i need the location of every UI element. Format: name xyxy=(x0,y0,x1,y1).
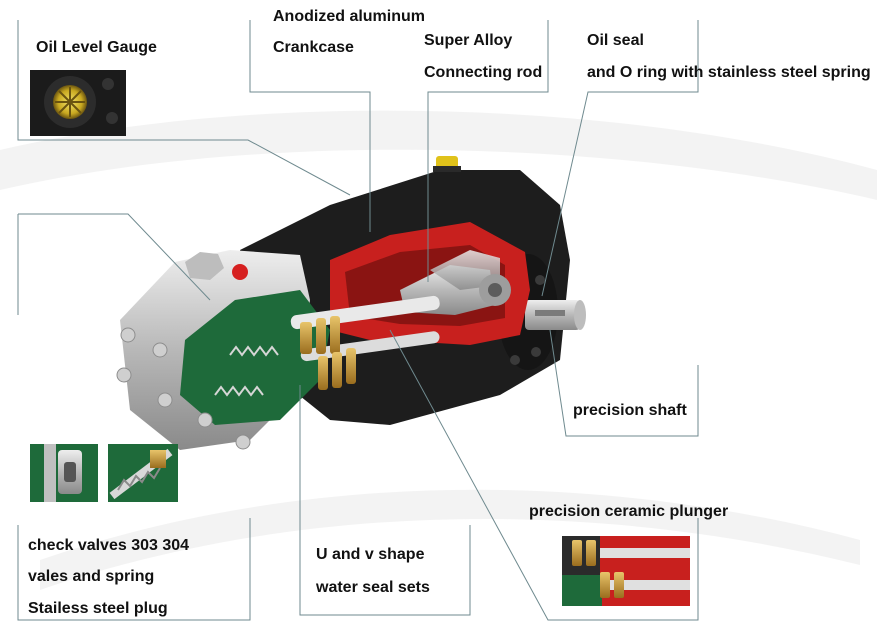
label-crankcase-line1: Anodized aluminum xyxy=(273,8,425,25)
leader-connecting-rod xyxy=(427,20,549,282)
red-plug xyxy=(232,264,248,280)
manifold-bolts xyxy=(116,327,251,450)
pump-illustration xyxy=(116,156,586,450)
ceramic-plunger-inset xyxy=(562,536,690,606)
label-oil-seal-line2: and O ring with stainless steel spring xyxy=(587,64,871,81)
leader-check-valve-text xyxy=(17,518,251,621)
top-plug xyxy=(185,252,224,280)
label-oil-seal-line1: Oil seal xyxy=(587,32,644,49)
label-check-valves-line1: check valves 303 304 xyxy=(28,537,190,554)
water-seal-sets xyxy=(300,316,356,390)
check-valve-springs xyxy=(214,345,279,397)
check-valve-inset-1 xyxy=(30,444,98,502)
check-valve-inset-2 xyxy=(108,444,178,502)
label-check-valves-line3: Stailess steel plug xyxy=(28,600,168,617)
leader-water-seal xyxy=(299,385,471,616)
leader-precision-shaft xyxy=(549,329,699,437)
label-water-seal-line1: U and v shape xyxy=(316,546,425,563)
leader-crankcase xyxy=(249,20,371,232)
label-connecting-rod-line2: Connecting rod xyxy=(424,64,543,81)
leader-ceramic-plunger xyxy=(389,329,699,621)
background-swoosh xyxy=(0,110,877,590)
callout-lines xyxy=(17,20,699,621)
leader-oil-seal xyxy=(541,20,699,297)
leader-oil-gauge xyxy=(17,20,351,196)
label-connecting-rod-line1: Super Alloy xyxy=(424,32,513,49)
label-water-seal-line2: water seal sets xyxy=(316,579,430,596)
label-precision-shaft: precision shaft xyxy=(573,402,687,419)
oil-level-gauge-inset xyxy=(30,70,126,136)
label-ceramic-plunger: precision ceramic plunger xyxy=(529,503,729,520)
label-crankcase-line2: Crankcase xyxy=(273,39,354,56)
label-check-valves-line2: vales and spring xyxy=(28,568,155,585)
label-oil-level-gauge: Oil Level Gauge xyxy=(36,39,157,56)
